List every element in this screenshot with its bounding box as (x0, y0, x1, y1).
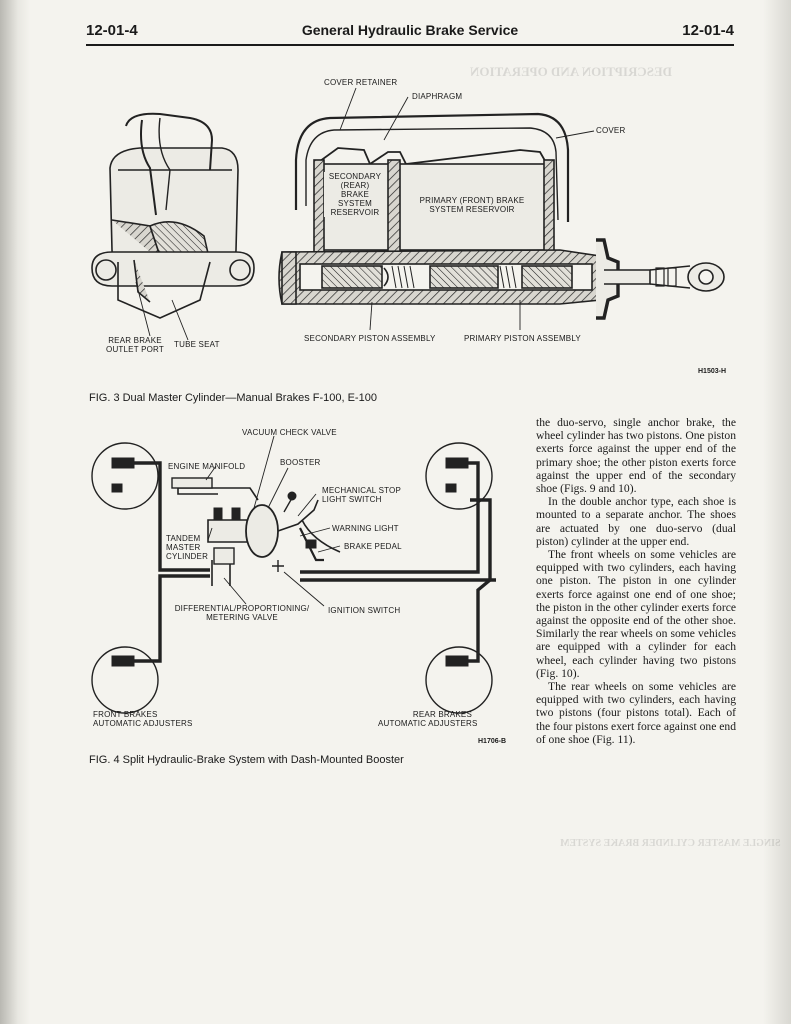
label-line: MECHANICAL STOP (322, 486, 402, 495)
paragraph: the duo-servo, single anchor brake, the … (536, 416, 736, 496)
paragraph: In the double anchor type, each shoe is … (536, 495, 736, 548)
label-line: SECONDARY (328, 172, 382, 181)
section-title: General Hydraulic Brake Service (301, 22, 519, 38)
fig3-caption: FIG. 3 Dual Master Cylinder—Manual Brake… (89, 392, 377, 404)
page-right-shadow (763, 0, 791, 1024)
fig4-caption: FIG. 4 Split Hydraulic-Brake System with… (89, 754, 404, 766)
label-rear-brake-outlet-port: REAR BRAKE OUTLET PORT (98, 336, 172, 354)
label-line: (REAR) (340, 181, 370, 190)
label-brake-pedal: BRAKE PEDAL (344, 542, 402, 551)
paragraph: The front wheels on some vehicles are eq… (536, 548, 736, 680)
fig3-leader-lines (135, 87, 595, 341)
front-left-wheel (91, 442, 159, 510)
label-line: REAR BRAKE (108, 336, 162, 345)
label-cover: COVER (596, 126, 626, 135)
label-cover-retainer: COVER RETAINER (324, 78, 398, 87)
label-line: LIGHT SWITCH (322, 495, 382, 504)
paragraph: The rear wheels on some vehicles are equ… (536, 680, 736, 746)
label-line: METERING VALVE (206, 613, 278, 622)
label-line: PRIMARY (FRONT) BRAKE (419, 196, 525, 205)
label-secondary-reservoir: SECONDARY (REAR) BRAKE SYSTEM RESERVOIR (324, 172, 386, 217)
label-tandem-master-cylinder: TANDEM MASTER CYLINDER (166, 534, 208, 561)
label-line: SYSTEM (337, 199, 373, 208)
label-line: DIFFERENTIAL/PROPORTIONING/ (174, 604, 310, 613)
label-vacuum-check-valve: VACUUM CHECK VALVE (242, 428, 337, 437)
label-differential-valve: DIFFERENTIAL/PROPORTIONING/ METERING VAL… (170, 604, 314, 622)
label-line: RESERVOIR (330, 208, 380, 217)
label-primary-piston: PRIMARY PISTON ASSEMBLY (464, 334, 581, 343)
label-line: AUTOMATIC ADJUSTERS (378, 719, 478, 728)
label-warning-light: WARNING LIGHT (332, 524, 399, 533)
front-right-wheel (425, 442, 493, 510)
label-diaphragm: DIAPHRAGM (412, 92, 463, 101)
label-line: BRAKE (340, 190, 370, 199)
label-engine-manifold: ENGINE MANIFOLD (168, 462, 246, 471)
page-number-left: 12-01-4 (86, 22, 138, 39)
label-line: MASTER (166, 543, 201, 552)
page-number-right: 12-01-4 (682, 22, 734, 39)
label-line: TANDEM (166, 534, 201, 543)
rear-right-wheel (425, 646, 493, 714)
body-text-column: the duo-servo, single anchor brake, the … (536, 416, 736, 746)
label-line: SYSTEM RESERVOIR (429, 205, 515, 214)
label-primary-reservoir: PRIMARY (FRONT) BRAKE SYSTEM RESERVOIR (404, 196, 540, 214)
fig4-leader-lines (205, 435, 341, 607)
label-line: FRONT BRAKES (93, 710, 158, 719)
label-line: OUTLET PORT (106, 345, 164, 354)
master-cylinder-end-view (91, 112, 255, 319)
page-binding-shadow (0, 0, 30, 1024)
page-header: 12-01-4 General Hydraulic Brake Service … (86, 20, 734, 44)
label-ignition-switch: IGNITION SWITCH (328, 606, 401, 615)
label-line: CYLINDER (166, 552, 209, 561)
label-tube-seat: TUBE SEAT (174, 340, 220, 349)
label-line: AUTOMATIC ADJUSTERS (93, 719, 193, 728)
master-cylinder-cross-section (278, 112, 725, 320)
fig4-id: H1706-B (478, 738, 507, 745)
fig4-brake-system-drawing (91, 442, 496, 714)
fig3-id: H1503-H (698, 368, 727, 375)
label-booster: BOOSTER (280, 458, 321, 467)
label-mechanical-stop-light-switch: MECHANICAL STOP LIGHT SWITCH (322, 486, 401, 504)
label-secondary-piston: SECONDARY PISTON ASSEMBLY (304, 334, 436, 343)
rear-left-wheel (91, 646, 159, 714)
header-rule (86, 44, 734, 46)
label-rear-brakes: REAR BRAKES AUTOMATIC ADJUSTERS (378, 710, 478, 728)
label-front-brakes: FRONT BRAKES AUTOMATIC ADJUSTERS (93, 710, 193, 728)
label-line: REAR BRAKES (412, 710, 472, 719)
